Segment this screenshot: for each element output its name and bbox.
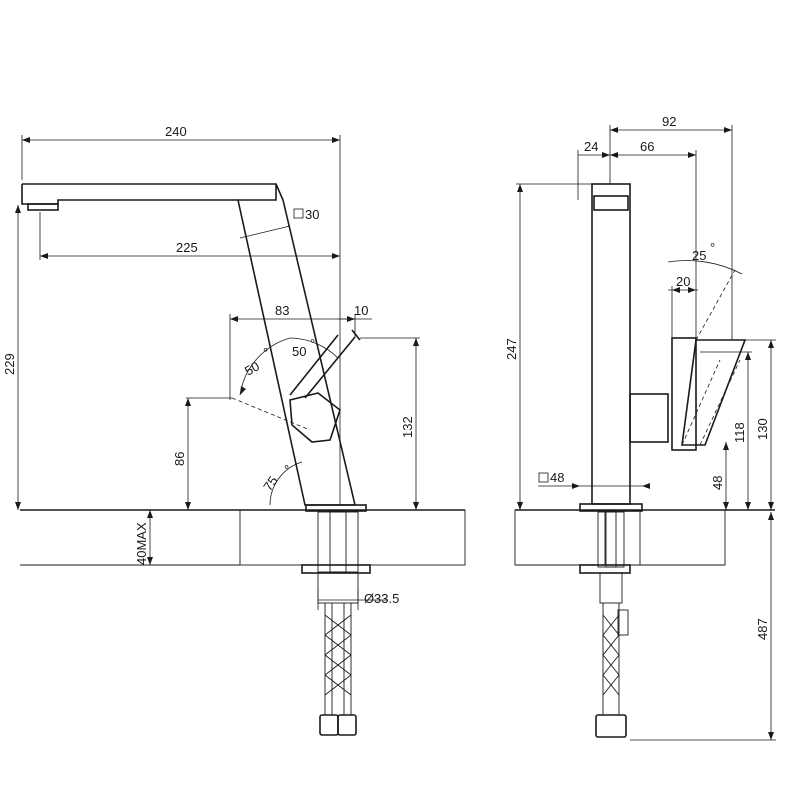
side-deg-right: ° <box>310 336 315 351</box>
front-angle-lever: 25 <box>692 248 706 263</box>
side-view: 240 225 30 229 83 10 50 ° 50 ° <box>2 124 466 736</box>
front-dim-lever-depth: 66 <box>640 139 654 154</box>
front-lever <box>681 339 747 446</box>
side-deg-left: ° <box>263 345 268 360</box>
side-countertop <box>239 509 466 566</box>
front-dim-hose-length: 487 <box>755 618 770 640</box>
side-dim-overall-height: 229 <box>2 353 17 375</box>
side-dim-handle-width: 83 <box>275 303 289 318</box>
side-dim-spout-section: 30 <box>305 207 319 222</box>
side-handle <box>289 392 341 443</box>
side-angle-handle-right: 50 <box>292 344 306 359</box>
front-dim-base-section: 48 <box>550 470 564 485</box>
front-dim-body-depth: 24 <box>584 139 598 154</box>
front-dim-lever-thickness: 20 <box>676 274 690 289</box>
front-countertop <box>514 509 606 566</box>
side-angle-body: 75 <box>260 473 281 493</box>
side-dim-base-height: 86 <box>172 452 187 466</box>
side-dim-spout-reach: 225 <box>176 240 198 255</box>
front-dim-overall-height: 247 <box>504 338 519 360</box>
side-dim-max-deck: 40MAX <box>134 522 149 565</box>
side-dim-spout-length: 240 <box>165 124 187 139</box>
side-dim-lever-height: 132 <box>400 416 415 438</box>
front-body <box>591 183 631 505</box>
front-deg-lever: ° <box>710 240 715 255</box>
front-dim-base-height: 48 <box>710 476 725 490</box>
front-dim-total-depth: 92 <box>662 114 676 129</box>
front-dim-lever-low: 118 <box>732 422 747 443</box>
front-dim-lever-high: 130 <box>755 418 770 440</box>
front-view: 92 24 66 25 ° 20 247 48 <box>504 114 776 741</box>
side-dim-handle-offset: 10 <box>354 303 368 318</box>
side-deg-body: ° <box>284 462 289 477</box>
side-dim-shank-diameter: 33.5 <box>374 591 399 606</box>
side-dim-diameter-symbol: Ø <box>364 591 374 606</box>
side-angle-handle-left: 50 <box>242 358 262 378</box>
side-spout <box>22 183 357 506</box>
